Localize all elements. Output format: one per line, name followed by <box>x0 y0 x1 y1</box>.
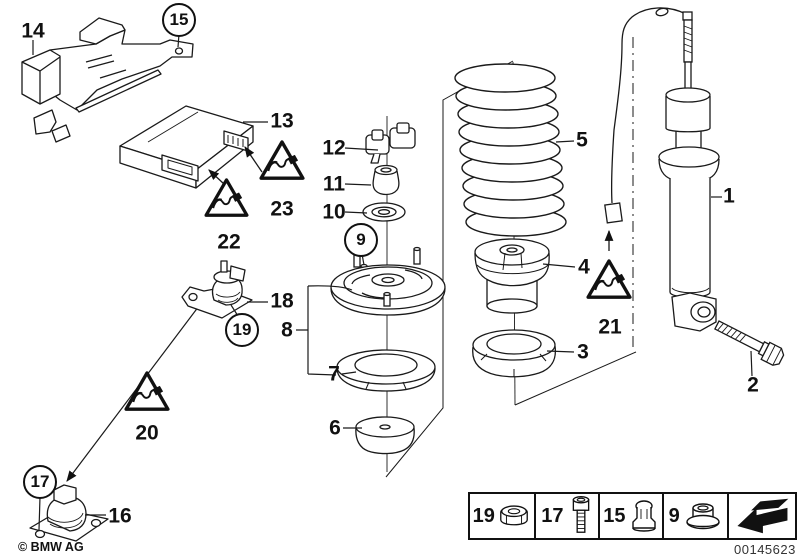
callout-17-circled[interactable]: 17 <box>23 465 57 499</box>
pointer-lines <box>32 33 753 531</box>
part-4-additional-damper-drawing <box>474 238 550 314</box>
socket-head-bolt-icon <box>572 496 590 533</box>
legend-item-17[interactable]: 17 <box>536 494 600 538</box>
warning-plug-triangle-20-icon <box>124 371 170 411</box>
part-18-sensor-drawing <box>181 260 253 319</box>
callout-20-label[interactable]: 20 <box>135 421 159 445</box>
callout-12-label[interactable]: 12 <box>322 136 346 160</box>
warning-plug-triangle-21-icon <box>586 259 632 299</box>
callout-16-label[interactable]: 16 <box>108 504 132 528</box>
part-11-support-drawing <box>372 164 400 196</box>
legend-nav-cell <box>729 494 795 538</box>
part-10-washer-drawing <box>362 202 406 222</box>
callout-23-label[interactable]: 23 <box>270 197 294 221</box>
fastener-legend: 19 17 15 <box>468 492 797 540</box>
callout-11-label[interactable]: 11 <box>322 172 346 196</box>
callout-5-label[interactable]: 5 <box>576 128 588 152</box>
legend-item-9-number: 9 <box>668 504 680 527</box>
flange-lock-nut-icon <box>686 503 721 530</box>
callout-7-label[interactable]: 7 <box>328 362 340 386</box>
part-3-spring-pad-drawing <box>472 329 557 378</box>
copyright: © BMW AG <box>18 540 84 554</box>
plastic-expansion-nut-icon <box>632 500 656 532</box>
warning-plug-triangle-23-icon <box>259 140 305 180</box>
legend-item-19[interactable]: 19 <box>470 494 536 538</box>
part-7-spring-pad-drawing <box>336 349 436 392</box>
part-8-support-bearing-drawing <box>330 246 446 316</box>
legend-item-15-number: 15 <box>603 504 626 527</box>
part-1-shock-absorber-drawing <box>604 7 720 332</box>
callout-21-label[interactable]: 21 <box>598 315 622 339</box>
callout-1-label[interactable]: 1 <box>723 184 735 208</box>
part-2-bolt-drawing <box>714 320 785 366</box>
callout-14-label[interactable]: 14 <box>21 19 45 43</box>
callout-22-label[interactable]: 22 <box>217 230 241 254</box>
callout-8-label[interactable]: 8 <box>281 318 293 342</box>
callout-4-label[interactable]: 4 <box>578 255 590 279</box>
part-5-coil-spring-drawing <box>454 63 567 237</box>
callout-15-circled[interactable]: 15 <box>162 3 196 37</box>
callout-10-label[interactable]: 10 <box>322 200 346 224</box>
callout-3-label[interactable]: 3 <box>577 340 589 364</box>
legend-item-17-number: 17 <box>541 504 564 527</box>
part-16-sensor-drawing <box>29 484 109 542</box>
callout-19-circled[interactable]: 19 <box>225 313 259 347</box>
warning-arrows <box>208 146 614 251</box>
document-number: 00145623 <box>734 542 796 557</box>
callout-9-circled[interactable]: 9 <box>344 223 378 257</box>
legend-item-19-number: 19 <box>472 504 495 527</box>
callout-13-label[interactable]: 13 <box>270 109 294 133</box>
hex-nut-icon <box>500 505 529 526</box>
legend-item-15[interactable]: 15 <box>600 494 664 538</box>
part-14-bracket-drawing <box>21 17 194 143</box>
callout-6-label[interactable]: 6 <box>329 416 341 440</box>
callout-18-label[interactable]: 18 <box>270 289 294 313</box>
part-12-holder-drawing <box>365 122 416 164</box>
warning-plug-triangle-22-icon <box>204 178 249 217</box>
part-13-control-unit-drawing <box>119 105 254 189</box>
legend-item-9[interactable]: 9 <box>664 494 729 538</box>
part-6-buffer-drawing <box>355 416 415 455</box>
back-arrow-icon[interactable] <box>731 496 793 536</box>
callout-2-label[interactable]: 2 <box>747 373 759 397</box>
